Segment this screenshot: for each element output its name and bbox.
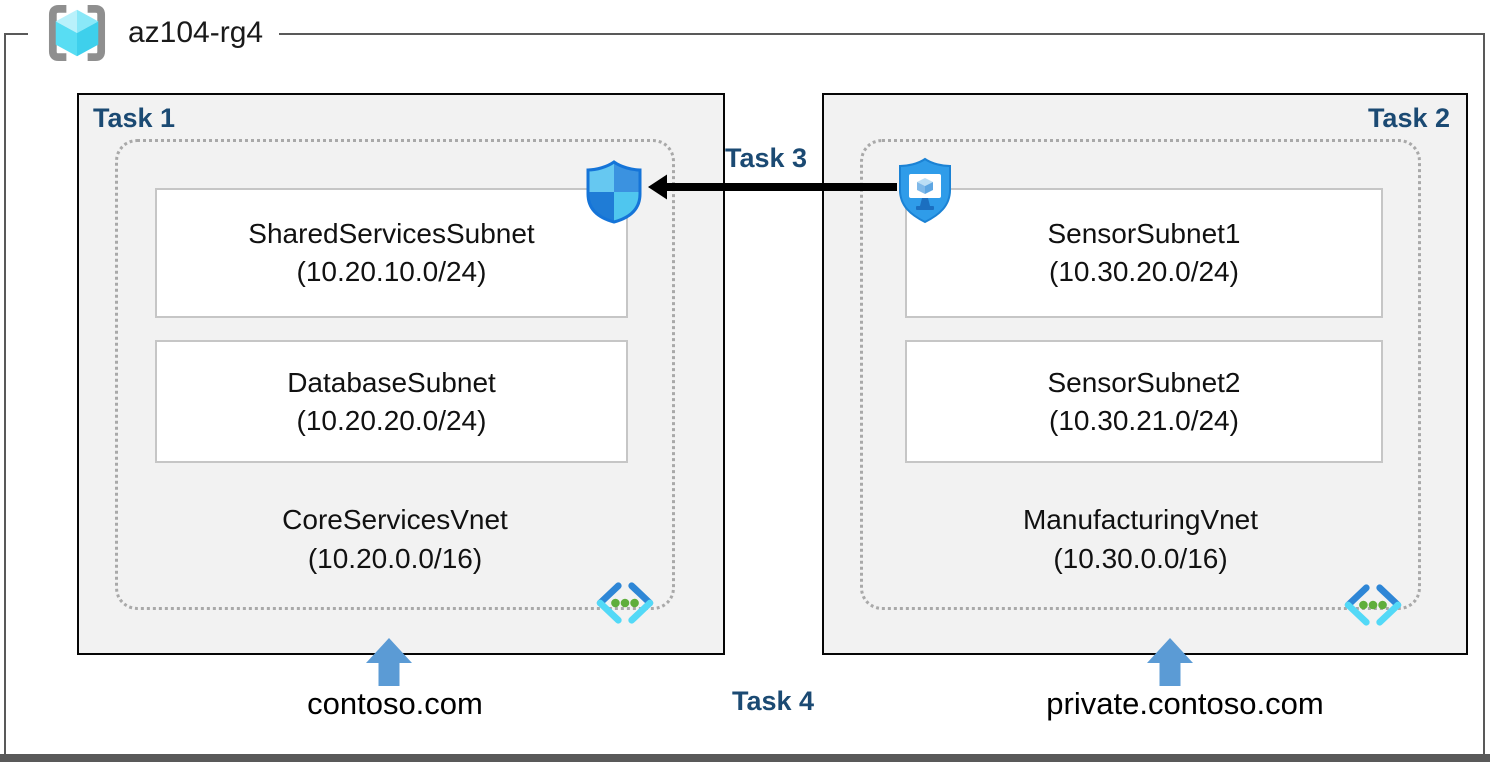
private-dns-zone-label: private.contoso.com xyxy=(1046,686,1324,721)
subnet-cidr: (10.20.20.0/24) xyxy=(296,404,487,436)
core-services-vnet-container xyxy=(115,139,675,610)
task4-label: Task 4 xyxy=(731,686,815,716)
subnet-name: SensorSubnet1 xyxy=(1047,218,1241,250)
virtual-network-icon xyxy=(1344,584,1402,626)
black-left-arrow-icon xyxy=(648,174,897,200)
resource-group-icon xyxy=(48,4,106,62)
core-services-vnet-title: CoreServicesVnet (10.20.0.0/16) xyxy=(115,500,675,578)
task2-label: Task 2 xyxy=(1367,103,1450,133)
resource-group-header: az104-rg4 xyxy=(28,2,280,64)
subnet-cidr: (10.20.10.0/24) xyxy=(296,256,487,287)
blue-up-arrow-icon xyxy=(1147,638,1193,686)
sensor-subnet1-box: SensorSubnet1 (10.30.20.0/24) xyxy=(905,188,1383,318)
subnet-name: SharedServicesSubnet xyxy=(248,218,535,250)
resource-group-name: az104-rg4 xyxy=(128,16,264,49)
vnet-cidr: (10.20.0.0/16) xyxy=(307,543,483,575)
resource-group-boundary xyxy=(4,33,1485,754)
blue-up-arrow-icon xyxy=(366,638,412,686)
virtual-network-icon xyxy=(596,582,654,624)
subnet-name: SensorSubnet2 xyxy=(1047,366,1241,398)
sensor-subnet2-box: SensorSubnet2 (10.30.21.0/24) xyxy=(905,340,1383,463)
manufacturing-vnet-container xyxy=(860,139,1421,610)
vnet-name: CoreServicesVnet xyxy=(282,504,508,535)
vnet-name: ManufacturingVnet xyxy=(1022,504,1259,535)
frame-bottom-bar xyxy=(0,754,1490,762)
nsg-shield-icon xyxy=(586,160,642,224)
vnet-cidr: (10.30.0.0/16) xyxy=(1053,543,1228,575)
task1-label: Task 1 xyxy=(93,103,176,133)
bastion-shield-monitor-icon xyxy=(899,157,951,224)
manufacturing-vnet-title: ManufacturingVnet (10.30.0.0/16) xyxy=(860,500,1421,578)
subnet-name: DatabaseSubnet xyxy=(287,366,496,398)
shared-services-subnet-box: SharedServicesSubnet (10.20.10.0/24) xyxy=(155,188,628,318)
subnet-cidr: (10.30.20.0/24) xyxy=(1049,256,1239,287)
task3-label: Task 3 xyxy=(724,143,808,173)
database-subnet-box: DatabaseSubnet (10.20.20.0/24) xyxy=(155,340,628,463)
subnet-cidr: (10.30.21.0/24) xyxy=(1049,404,1239,436)
dns-zone-label: contoso.com xyxy=(307,686,483,721)
